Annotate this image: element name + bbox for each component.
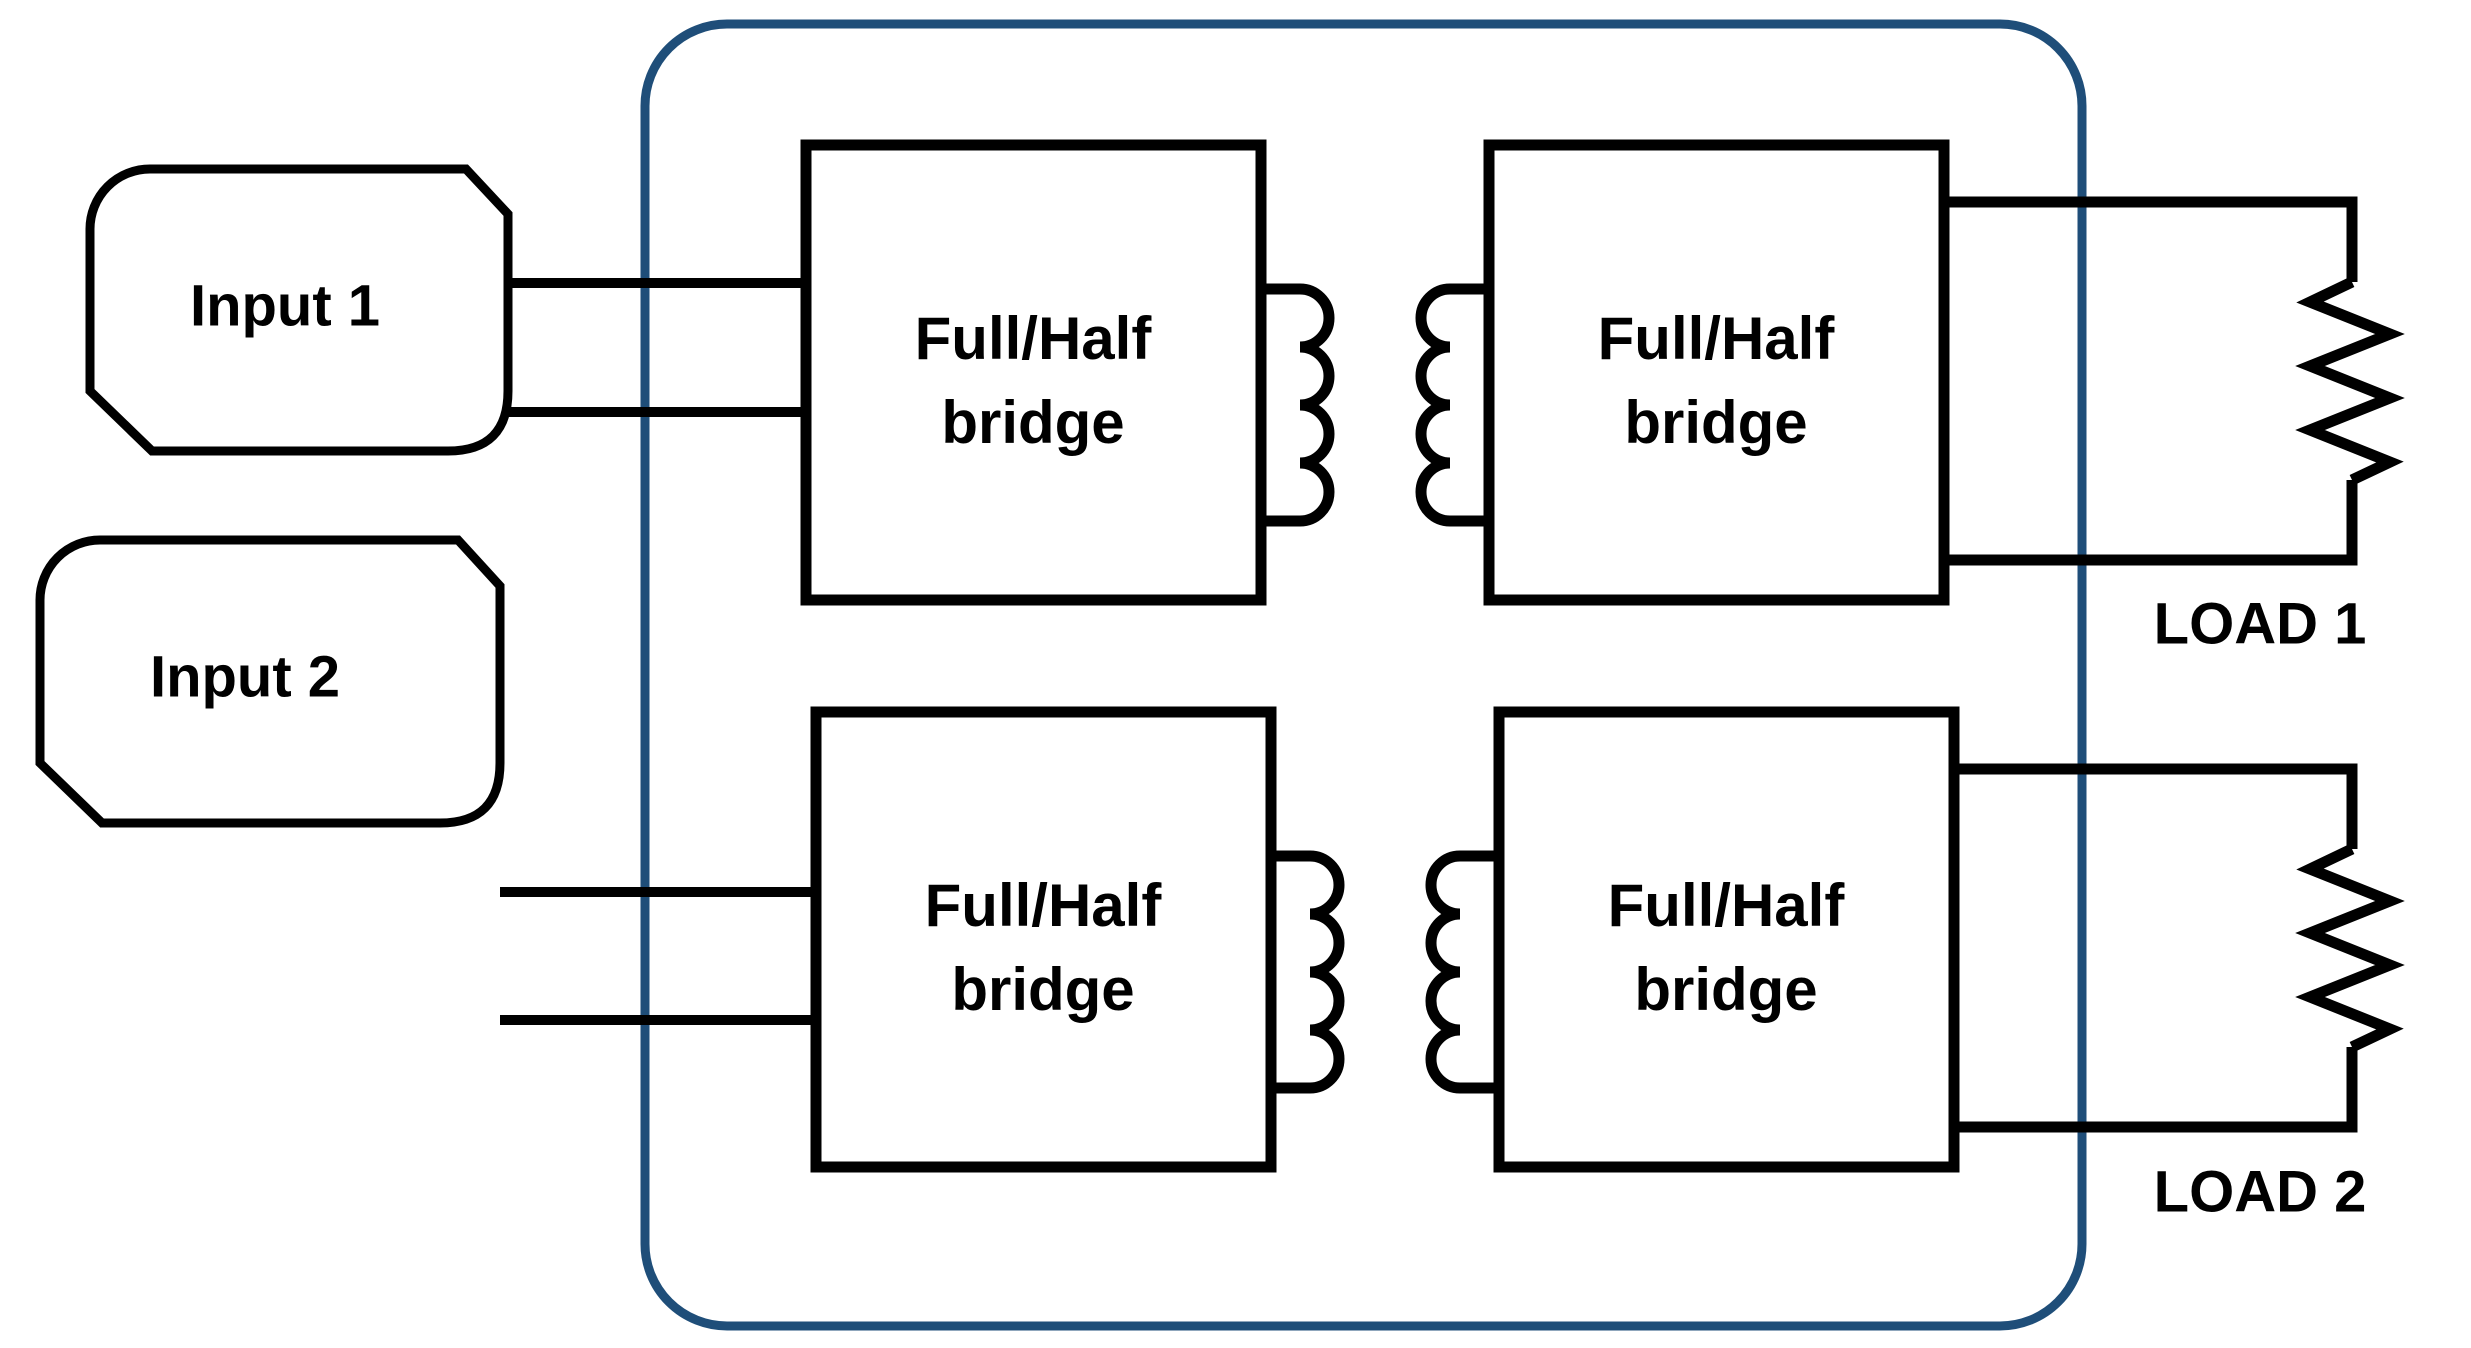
transformer-1-secondary-coil	[1415, 283, 1489, 527]
bridge-2-secondary-label-line2: bridge	[1634, 956, 1817, 1023]
bridge-1-secondary-box	[1483, 139, 1950, 606]
converter-enclosure	[640, 19, 2087, 1331]
input-1-label: Input 1	[190, 273, 380, 338]
bridge-1-primary-label-line2: bridge	[941, 389, 1124, 456]
bridge-2-primary-box	[810, 706, 1277, 1173]
bridge-2-secondary-box	[1493, 706, 1960, 1173]
bridge-1-primary-box	[800, 139, 1267, 606]
bridge-1-secondary-label-line2: bridge	[1624, 389, 1807, 456]
transformer-2-secondary-coil	[1425, 850, 1499, 1094]
bridge-2-primary-label-line2: bridge	[951, 956, 1134, 1023]
input-2-shape	[35, 535, 505, 828]
bridge-2-secondary-label-line1: Full/Half	[1608, 872, 1846, 939]
load-2-label: LOAD 2	[2154, 1159, 2367, 1224]
bridge-2-primary-label-line1: Full/Half	[925, 872, 1163, 939]
bridge-1-secondary-label-line1: Full/Half	[1598, 305, 1836, 372]
wire-load2-top	[1954, 763, 2358, 849]
transformer-2-primary-coil	[1271, 850, 1345, 1094]
wire-load1-top	[1944, 196, 2358, 282]
load-1-label: LOAD 1	[2154, 591, 2367, 656]
load-2-resistor	[2295, 844, 2405, 1052]
bridge-1-primary-label-line1: Full/Half	[915, 305, 1153, 372]
input-1-shape	[85, 164, 513, 456]
load-1-resistor	[2295, 277, 2405, 485]
transformer-1-primary-coil	[1261, 283, 1335, 527]
wire-load2-bottom	[1954, 1047, 2358, 1133]
wire-load1-bottom	[1944, 480, 2358, 566]
input-2-label: Input 2	[150, 644, 340, 709]
